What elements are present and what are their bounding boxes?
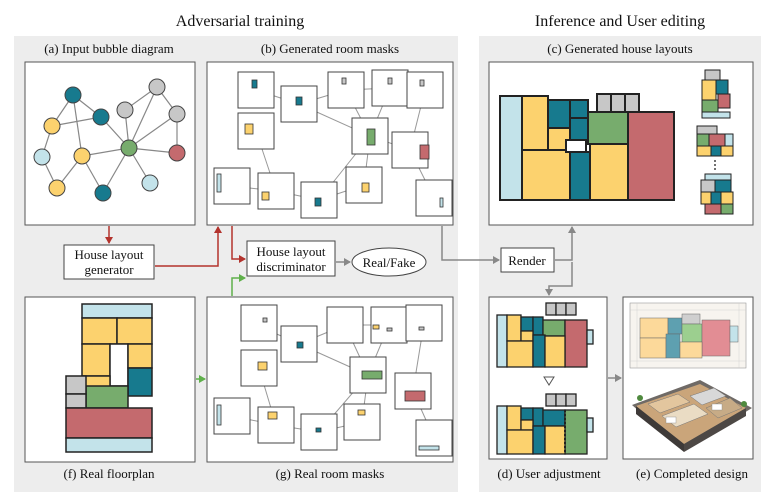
generator-label-line2: generator xyxy=(84,262,134,277)
generator-label-line1: House layout xyxy=(75,247,144,262)
header-inference: Inference and User editing xyxy=(535,13,705,30)
header-adversarial-training: Adversarial training xyxy=(176,13,304,30)
real-fake-label: Real/Fake xyxy=(363,255,416,270)
user-adjustment-panel xyxy=(488,296,608,460)
generated-room-masks-panel xyxy=(206,61,454,226)
generated-house-layouts-panel xyxy=(488,61,754,226)
house-layout-generator-box: House layout generator xyxy=(63,244,155,280)
arrow-generator-to-masks xyxy=(155,226,222,267)
real-room-masks-panel xyxy=(206,296,454,463)
arrow-masks-to-discriminator xyxy=(231,226,246,263)
arrow-render-to-adjustment xyxy=(545,262,573,296)
real-fake-output: Real/Fake xyxy=(351,247,427,277)
label-input-bubble-diagram: (a) Input bubble diagram xyxy=(44,41,174,56)
layout-after-edit[interactable] xyxy=(496,393,594,455)
completed-design-panel xyxy=(622,296,754,460)
label-generated-room-masks: (b) Generated room masks xyxy=(261,41,399,56)
label-real-floorplan: (f) Real floorplan xyxy=(64,466,155,481)
label-real-room-masks: (g) Real room masks xyxy=(276,466,385,481)
layout-thumbnail-2[interactable] xyxy=(696,125,734,157)
edit-down-triangle-icon xyxy=(543,376,555,386)
design-2d-plan xyxy=(629,302,747,369)
arrow-real-masks-to-discriminator xyxy=(231,274,246,296)
label-generated-house-layouts: (c) Generated house layouts xyxy=(547,41,692,56)
layout-thumbnail-1[interactable] xyxy=(701,69,731,119)
house-layout-discriminator-box: House layout discriminator xyxy=(246,240,336,277)
layout-before-edit[interactable] xyxy=(496,302,594,368)
bubble-diagram-panel xyxy=(24,61,196,226)
layout-thumbnail-3[interactable] xyxy=(700,173,734,215)
design-3d-render xyxy=(632,380,752,452)
arrow-masks-to-render xyxy=(441,226,500,264)
discriminator-label-line2: discriminator xyxy=(256,259,326,274)
real-floorplan-panel xyxy=(24,296,196,463)
discriminator-label-line1: House layout xyxy=(257,244,326,259)
label-user-adjustment: (d) User adjustment xyxy=(497,466,601,481)
arrow-render-to-layouts xyxy=(555,226,576,261)
render-label: Render xyxy=(508,253,546,268)
render-box: Render xyxy=(500,247,555,273)
label-completed-design: (e) Completed design xyxy=(636,466,748,481)
